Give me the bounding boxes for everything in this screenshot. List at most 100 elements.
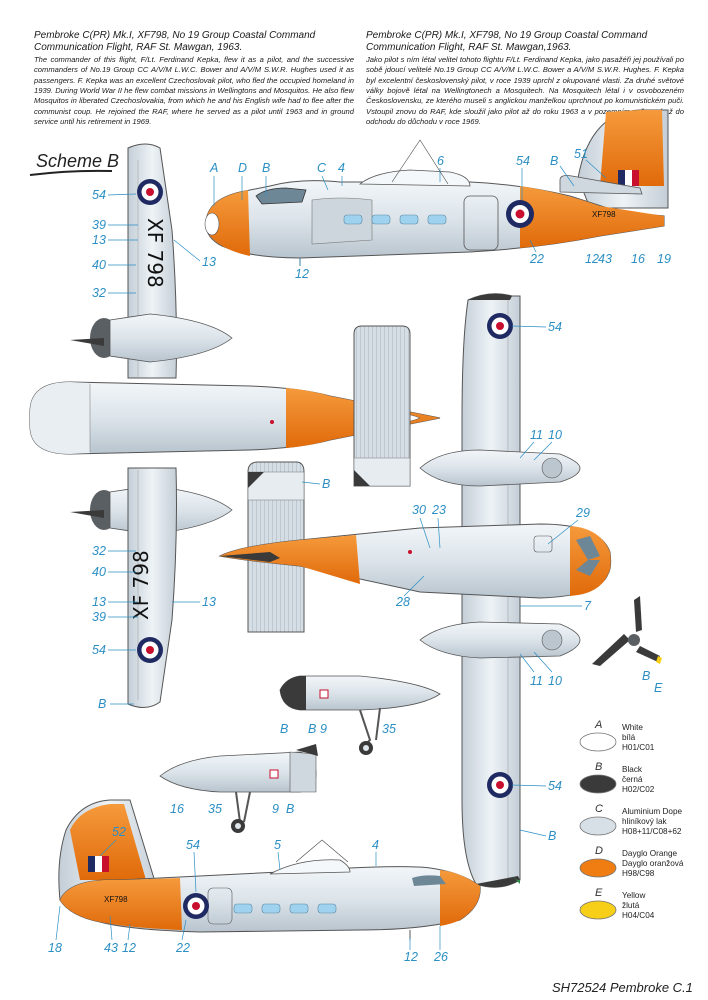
wing-upper-roundel xyxy=(137,179,163,205)
svg-text:16: 16 xyxy=(631,252,645,266)
svg-text:13: 13 xyxy=(202,255,216,269)
svg-text:51: 51 xyxy=(574,147,588,161)
svg-text:29: 29 xyxy=(575,506,590,520)
svg-text:B: B xyxy=(262,161,270,175)
legend-swatch-d xyxy=(579,858,617,878)
svg-text:11: 11 xyxy=(530,428,543,442)
legend-name-cz: hliníkový lak xyxy=(622,817,668,826)
svg-text:35: 35 xyxy=(208,802,222,816)
svg-text:26: 26 xyxy=(433,950,448,964)
svg-text:52: 52 xyxy=(112,825,126,839)
nose-orange xyxy=(206,190,250,256)
legend-code: H02/C02 xyxy=(622,785,655,794)
underside-roundel-lower xyxy=(487,772,513,798)
fuselage-roundel xyxy=(506,200,534,228)
side-view-left: XF798 xyxy=(58,799,481,940)
svg-text:13: 13 xyxy=(202,595,216,609)
legend-name: Black xyxy=(622,765,643,774)
legend-name: White xyxy=(622,723,643,732)
svg-text:C: C xyxy=(317,161,327,175)
svg-text:10: 10 xyxy=(548,674,562,688)
callouts-underside: 54 11 10 30 23 29 28 7 11 10 54 B xyxy=(395,320,592,843)
fin-flash xyxy=(618,170,639,186)
wing-lower-roundel xyxy=(137,637,163,663)
gear-detail-upper: B B 9 35 xyxy=(279,675,441,755)
svg-text:B: B xyxy=(280,722,288,736)
svg-text:18: 18 xyxy=(48,941,62,955)
svg-text:54: 54 xyxy=(92,188,106,202)
wing-upper-serial: XF 798 xyxy=(143,218,167,288)
svg-text:54: 54 xyxy=(186,838,200,852)
legend-letter: C xyxy=(595,803,603,815)
legend-letter: D xyxy=(595,845,603,857)
svg-text:54: 54 xyxy=(548,320,562,334)
description-english-text: The commander of this flight, F/Lt. Ferd… xyxy=(34,54,354,127)
legend-name: Yellow xyxy=(622,891,645,900)
svg-text:7: 7 xyxy=(584,599,592,613)
legend-name: Dayglo Orange xyxy=(622,849,678,858)
svg-text:11: 11 xyxy=(530,674,543,688)
svg-text:22: 22 xyxy=(175,941,190,955)
svg-text:B: B xyxy=(308,722,316,736)
legend-code: H98/C98 xyxy=(622,869,655,878)
bottom-fuselage-serial: XF798 xyxy=(104,895,128,904)
footer-kit-number: SH72524 Pembroke C.1 xyxy=(552,980,693,995)
svg-text:12: 12 xyxy=(404,950,418,964)
fuselage-serial: XF798 xyxy=(592,210,616,219)
callouts-tailplane: B xyxy=(301,477,330,491)
svg-text:B: B xyxy=(322,477,330,491)
svg-text:B: B xyxy=(548,829,556,843)
scheme-underline xyxy=(29,169,113,176)
legend-swatch-a xyxy=(579,732,617,752)
callouts-wing-upper: 54 39 13 40 32 13 xyxy=(92,188,216,300)
legend-name-cz: Dayglo oranžová xyxy=(622,859,684,868)
side-view-right: XF798 xyxy=(204,109,669,266)
underside-roundel-upper xyxy=(487,313,513,339)
description-english-heading: Pembroke C(PR) Mk.I, XF798, No 19 Group … xyxy=(34,30,316,54)
legend-letter: B xyxy=(595,761,602,773)
svg-text:6: 6 xyxy=(437,154,444,168)
nacelle-upper xyxy=(70,313,233,363)
legend-name-cz: černá xyxy=(622,775,643,784)
callouts-side-bottom: 52 54 5 4 18 43 12 22 12 26 xyxy=(48,825,448,964)
svg-text:A: A xyxy=(209,161,218,175)
description-czech-text: Jako pilot s ním létal velitel tohoto fl… xyxy=(366,54,684,127)
svg-text:13: 13 xyxy=(92,595,106,609)
svg-text:B: B xyxy=(286,802,294,816)
svg-text:B: B xyxy=(550,154,558,168)
svg-text:40: 40 xyxy=(92,565,106,579)
legend-swatch-b xyxy=(579,774,617,794)
svg-text:12: 12 xyxy=(122,941,136,955)
svg-text:32: 32 xyxy=(92,286,106,300)
underside-view xyxy=(218,293,612,888)
svg-text:54: 54 xyxy=(516,154,530,168)
svg-text:28: 28 xyxy=(395,595,410,609)
svg-text:4: 4 xyxy=(338,161,345,175)
svg-text:39: 39 xyxy=(92,610,106,624)
svg-text:12: 12 xyxy=(585,252,599,266)
gear-detail-lower: 16 35 9 B xyxy=(159,744,318,833)
description-czech: Pembroke C(PR) Mk.I, XF798, No 19 Group … xyxy=(366,30,684,128)
svg-text:19: 19 xyxy=(657,252,671,266)
legend-swatch-c xyxy=(579,816,617,836)
svg-text:5: 5 xyxy=(274,838,281,852)
svg-text:D: D xyxy=(238,161,247,175)
legend-code: H08+11/C08+62 xyxy=(622,827,682,836)
legend-letter: E xyxy=(595,887,603,899)
svg-text:30: 30 xyxy=(412,503,426,517)
svg-text:13: 13 xyxy=(92,233,106,247)
svg-text:40: 40 xyxy=(92,258,106,272)
top-view-wing-lower: XF 798 xyxy=(127,467,177,708)
svg-text:32: 32 xyxy=(92,544,106,558)
svg-text:9: 9 xyxy=(272,802,279,816)
tailplane-upper xyxy=(353,325,411,487)
svg-text:54: 54 xyxy=(92,643,106,657)
legend-letter: A xyxy=(594,719,602,731)
legend-swatch-e xyxy=(579,900,617,920)
legend-code: H04/C04 xyxy=(622,911,655,920)
svg-text:39: 39 xyxy=(92,218,106,232)
svg-text:B: B xyxy=(642,669,650,683)
svg-text:9: 9 xyxy=(320,722,327,736)
legend-code: H01/C01 xyxy=(622,743,655,752)
